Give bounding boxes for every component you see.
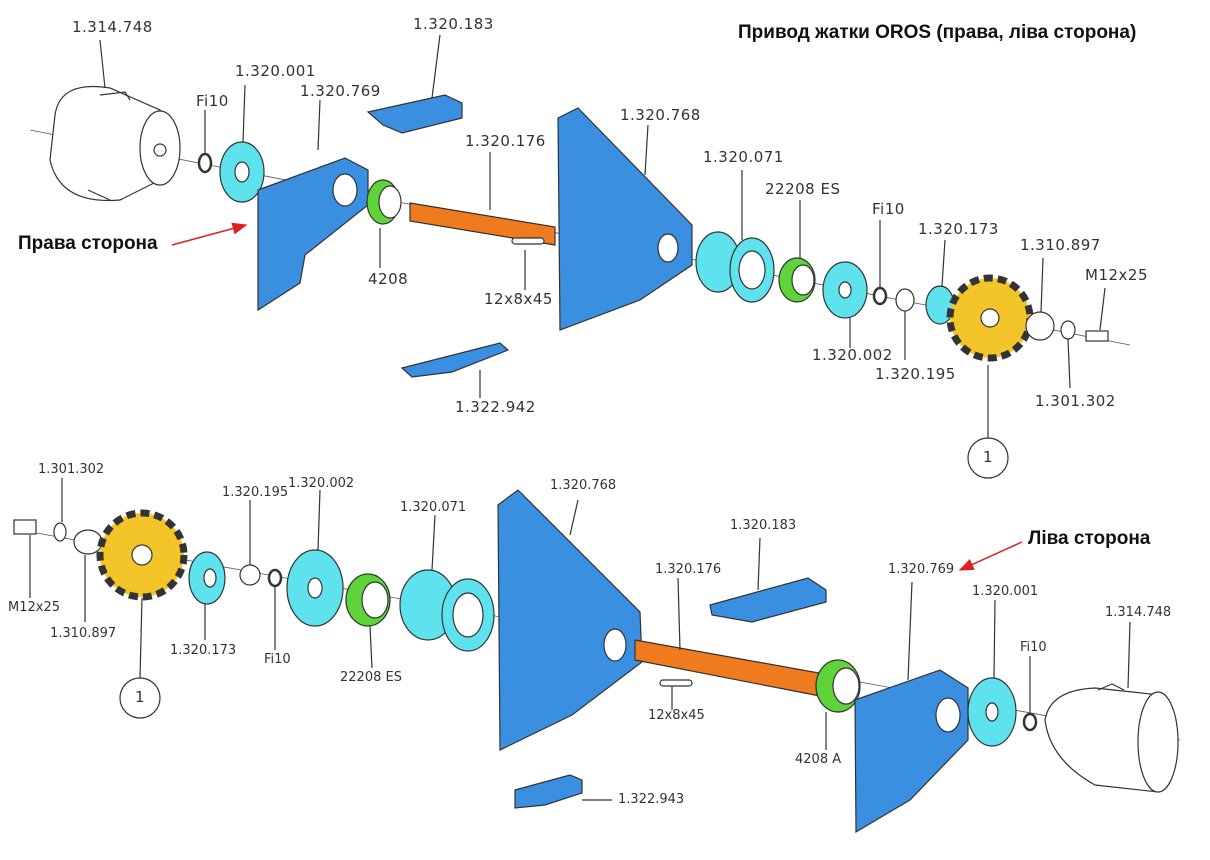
side-plate-bottom (854, 669, 969, 834)
part-label: 1.320.001 (235, 62, 316, 80)
bottom-bracket-bottom (514, 774, 583, 809)
part-label: 1.320.002 (288, 476, 355, 491)
part-label: 4208 A (795, 752, 842, 767)
key-bottom (659, 679, 693, 687)
part-label: 1.310.897 (1020, 236, 1101, 254)
spacer-897-top (1025, 311, 1055, 341)
bushing-195-bottom (239, 564, 261, 586)
ring-fi10-top-a (197, 152, 213, 174)
part-label: 1.314.748 (72, 18, 153, 36)
part-label: Fi10 (1020, 640, 1047, 655)
part-label: 1.320.768 (550, 478, 617, 493)
part-label: 4208 (368, 270, 409, 288)
washer-302-bottom (53, 522, 67, 542)
bracket-top (366, 94, 463, 134)
main-plate-top (557, 107, 693, 331)
part-label: 1.320.176 (465, 132, 546, 150)
hub-173-top (925, 285, 955, 325)
part-label: 1.320.001 (972, 584, 1039, 599)
main-plate-bottom (497, 489, 643, 751)
part-label: 1.301.302 (1035, 392, 1116, 410)
part-label: 22208 ES (765, 180, 841, 198)
part-label: 1.320.769 (888, 562, 955, 577)
callout-number: 1 (135, 688, 146, 706)
right-side-label: Права сторона (18, 233, 158, 254)
bracket-bottom (709, 577, 827, 623)
part-label: Fi10 (872, 200, 905, 218)
bushing-195-top (895, 288, 915, 312)
part-label: 1.320.769 (300, 82, 381, 100)
part-label: Fi10 (196, 92, 229, 110)
bolt-m12-top (1085, 330, 1109, 342)
part-label: 1.322.943 (618, 792, 685, 807)
part-label: 1.322.942 (455, 398, 536, 416)
diagram-title: Привод жатки OROS (права, ліва сторона) (738, 22, 1137, 43)
part-label: 1.320.002 (812, 346, 893, 364)
part-label: 1.320.173 (170, 643, 237, 658)
leader (99, 39, 106, 89)
part-label: 1.320.183 (730, 518, 797, 533)
sprocket-top (946, 274, 1034, 362)
part-label: 12x8x45 (648, 708, 705, 723)
part-label: 1.301.302 (38, 462, 105, 477)
callout-number: 1 (983, 448, 994, 466)
left-side-label: Ліва сторона (1028, 528, 1151, 549)
sprocket-bottom (96, 509, 188, 601)
part-label: 1.320.176 (655, 562, 722, 577)
ring-fi10-bottom-a (267, 568, 283, 588)
part-label: 1.320.183 (413, 15, 494, 33)
bolt-m12-bottom (13, 519, 37, 535)
part-label: Fi10 (264, 652, 291, 667)
shaft-top (409, 202, 556, 246)
part-label: 1.320.768 (620, 106, 701, 124)
key-top (511, 237, 545, 245)
washer-302-top (1060, 320, 1076, 340)
right-side-assembly (29, 34, 1131, 479)
part-label: 1.320.195 (875, 365, 956, 383)
arrow-right-side (171, 222, 248, 246)
arrow-left-side (958, 541, 1023, 571)
part-label: 12x8x45 (484, 290, 553, 308)
part-label: 1.320.071 (400, 500, 467, 515)
ring-fi10-bottom-b (1022, 712, 1038, 732)
bottom-bracket-top (400, 342, 510, 378)
part-label: 1.320.071 (703, 148, 784, 166)
part-label: M12x25 (1085, 266, 1148, 284)
part-label: 1.320.195 (222, 485, 289, 500)
spacer-897-bottom (73, 529, 103, 555)
part-label: 1.310.897 (50, 626, 117, 641)
part-label: 22208 ES (340, 670, 402, 685)
part-label: 1.320.173 (918, 220, 999, 238)
motor-housing-top (49, 85, 181, 202)
shaft-bottom (634, 639, 831, 699)
left-side-assembly (13, 478, 1181, 834)
part-label: 1.314.748 (1105, 605, 1172, 620)
motor-housing-bottom (1044, 683, 1179, 793)
ring-fi10-top-b (872, 286, 888, 306)
part-label: M12x25 (8, 600, 60, 615)
